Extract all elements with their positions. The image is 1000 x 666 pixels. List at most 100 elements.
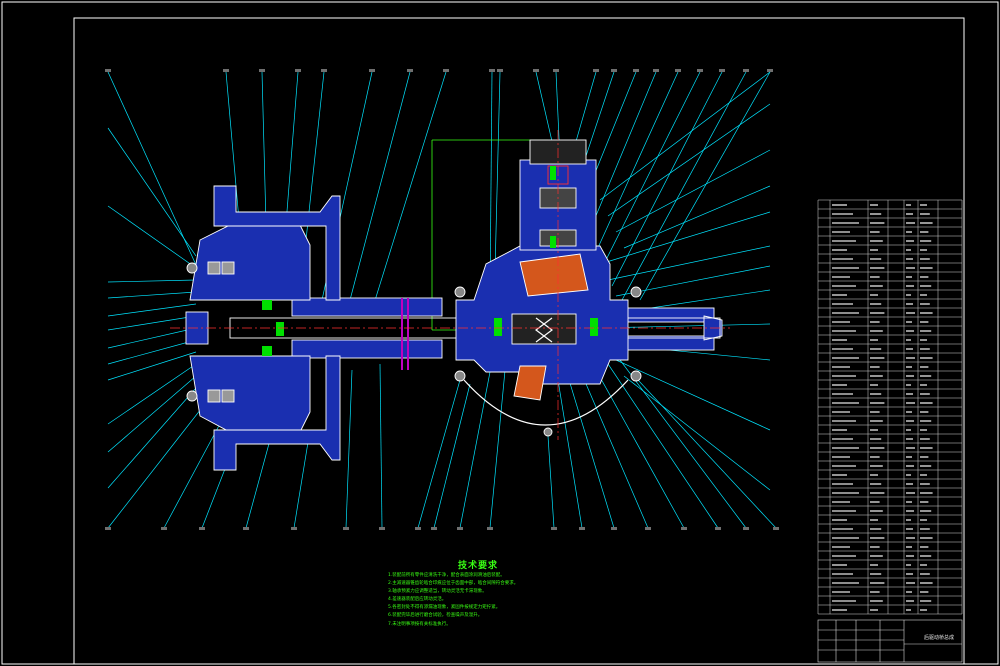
requirement-item: 6.装配完毕后进行磨合试验，检查噪声及温升。 (388, 613, 483, 619)
housing-bolt-right-lower (630, 370, 642, 382)
balloon-tag (645, 527, 651, 530)
balloon-tag (633, 69, 639, 72)
leader-line (379, 363, 383, 529)
technical-requirements-title: 技术要求 (458, 561, 499, 571)
housing-bolt-left (454, 286, 466, 298)
title-block-lines (817, 619, 963, 663)
balloon-tag (223, 69, 229, 72)
brake-drum-lower (213, 355, 341, 471)
leader-line (599, 71, 771, 201)
balloon-tag (343, 527, 349, 530)
requirement-item: 7.未注明事项按有关标准执行。 (388, 621, 451, 627)
leader-line (623, 375, 771, 491)
leader-line (585, 351, 685, 529)
drawing-name: 后驱动桥总成 (924, 635, 955, 641)
leader-line (107, 71, 213, 301)
leader-line (107, 339, 197, 365)
leader-line (637, 379, 777, 529)
leader-line (589, 71, 657, 231)
leader-line (623, 185, 771, 249)
balloon-tag (697, 69, 703, 72)
leader-line (107, 387, 197, 489)
balloon-tag (715, 527, 721, 530)
leader-line (619, 359, 747, 529)
leader-line (417, 379, 461, 529)
balloon-tag (105, 69, 111, 72)
requirement-item: 2.主减速器锥齿轮啮合印痕应位于齿面中部，啮合间隙符合要求。 (388, 581, 519, 587)
balloon-tag (321, 69, 327, 72)
balloon-tag (161, 527, 167, 530)
axle-tube-upper (291, 297, 443, 317)
spider-gears (535, 317, 553, 343)
balloon-tag (489, 69, 495, 72)
balloon-tag (379, 527, 385, 530)
balloon-tag (553, 69, 559, 72)
balloon-tag (199, 527, 205, 530)
axle-flange (401, 298, 409, 370)
balloon-tag (407, 69, 413, 72)
leader-line (607, 103, 771, 217)
leader-line (615, 265, 771, 297)
balloon-tag (611, 69, 617, 72)
balloon-tag (743, 69, 749, 72)
ring-gear (519, 253, 589, 297)
axle-housing (229, 297, 723, 359)
leader-line (573, 355, 649, 529)
leader-line (345, 369, 353, 529)
leader-line (599, 211, 771, 265)
housing-bolt-right (630, 286, 642, 298)
leader-line (621, 71, 747, 301)
balloon-tag (415, 527, 421, 530)
ring-gear-lower (513, 365, 547, 401)
leader-line (107, 315, 197, 331)
leader-line (245, 439, 271, 529)
axle-tube-lower (291, 339, 443, 359)
balloon-tag (259, 69, 265, 72)
balloon-tag (533, 69, 539, 72)
leader-line (107, 351, 197, 381)
balloon-tag (291, 527, 297, 530)
leader-line (293, 429, 311, 529)
balloon-tag (443, 69, 449, 72)
drain-plug (543, 427, 553, 437)
leader-line (107, 363, 197, 425)
balloon-tag (719, 69, 725, 72)
leader-line (107, 399, 209, 529)
balloon-tag (767, 69, 773, 72)
requirement-item: 4.差速器装配后应转动灵活。 (388, 597, 447, 603)
leader-line (535, 71, 555, 151)
balloon-tag (497, 69, 503, 72)
balloon-tag (295, 69, 301, 72)
leader-line (489, 359, 507, 529)
leader-line (371, 71, 447, 311)
balloon-tag (773, 527, 779, 530)
requirement-item: 3.轴承预紧力应调整适当，转动灵活无卡滞现象。 (388, 589, 487, 595)
leader-line (163, 419, 223, 529)
inner-frame (73, 17, 965, 665)
nut-lower-1 (207, 389, 221, 403)
requirement-item: 5.各密封处不得有渗漏油现象，紧固件按规定力矩拧紧。 (388, 605, 501, 611)
nut-upper-1 (207, 261, 221, 275)
leader-line (433, 383, 471, 529)
wheel-bolt-upper (186, 262, 198, 274)
leader-line (595, 71, 679, 253)
balloon-tag (369, 69, 375, 72)
leader-line (107, 291, 197, 299)
leader-line (107, 279, 197, 283)
balloon-tag (611, 527, 617, 530)
leader-line (557, 379, 583, 529)
title-block: 后驱动桥总成 (818, 620, 962, 662)
leader-line (565, 369, 615, 529)
leader-line (547, 435, 555, 529)
differential-housing (454, 139, 642, 437)
requirement-item: 1.装配前所有零件应清洗干净，配合表面涂润滑油后装配。 (388, 573, 505, 578)
carrier-cover (463, 379, 629, 426)
balloon-tag (457, 527, 463, 530)
differential-case (511, 313, 577, 345)
balloon-tag (487, 527, 493, 530)
leader-line (459, 371, 491, 529)
leader-line (107, 303, 197, 317)
leader-line (107, 327, 197, 349)
leader-line (601, 71, 701, 269)
